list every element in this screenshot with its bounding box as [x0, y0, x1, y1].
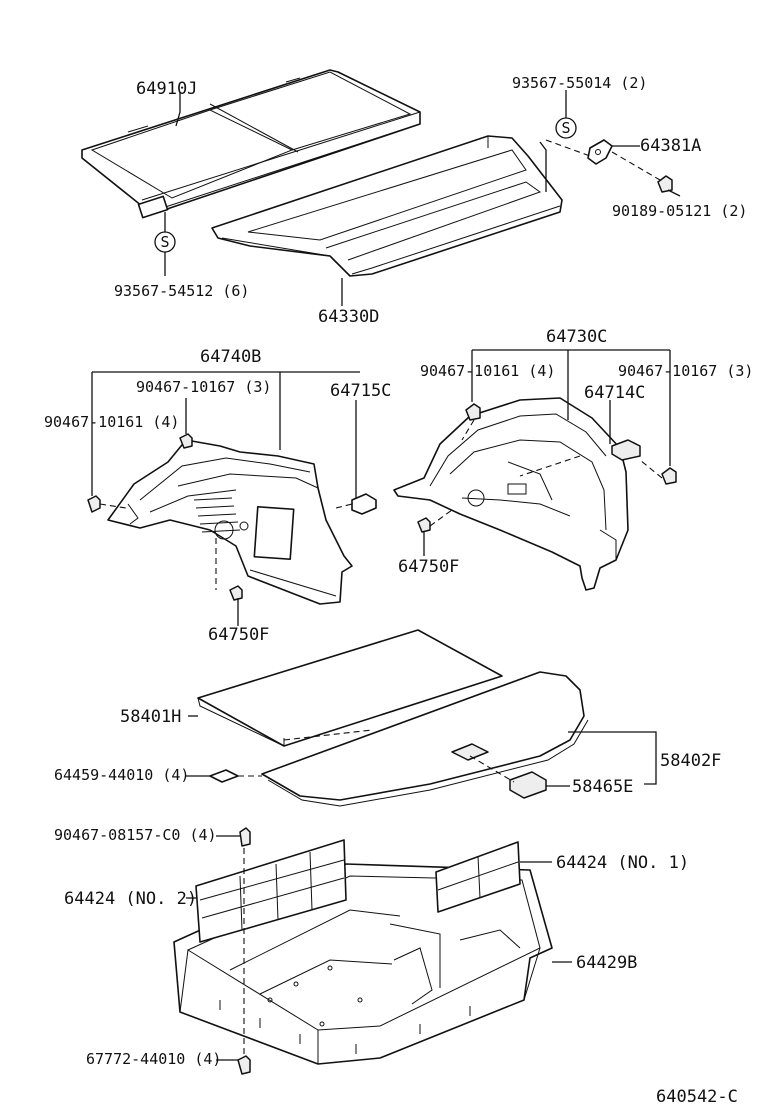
label-90467-10167-right: 90467-10167 (3)	[618, 362, 753, 380]
label-64330D: 64330D	[318, 307, 379, 327]
label-90189-05121: 90189-05121 (2)	[612, 202, 747, 220]
clip-icon	[237, 1055, 251, 1075]
svg-text:S: S	[160, 233, 169, 251]
partition-panel-icon	[435, 841, 521, 913]
side-trim-left-icon	[107, 439, 353, 605]
package-tray-icon	[211, 135, 563, 277]
label-93567-55014: 93567-55014 (2)	[512, 74, 647, 92]
screw-symbol-right: S	[555, 117, 577, 139]
bracket-icon	[587, 139, 613, 165]
label-58402F: 58402F	[660, 751, 721, 771]
label-67772-44010: 67772-44010 (4)	[86, 1050, 221, 1068]
label-64910J: 64910J	[136, 79, 197, 99]
clip-icon	[509, 771, 547, 799]
tonneau-cover-icon	[81, 69, 421, 219]
label-90467-08157: 90467-08157-C0 (4)	[54, 826, 217, 844]
label-90467-10161-left: 90467-10161 (4)	[44, 413, 179, 431]
figure-code: 640542-C	[656, 1087, 738, 1107]
clip-icon	[465, 403, 481, 421]
label-64715C: 64715C	[330, 381, 391, 401]
label-64730C: 64730C	[546, 327, 607, 347]
label-64424-no1: 64424 (NO. 1)	[556, 853, 689, 873]
clip-icon	[229, 585, 243, 601]
label-93567-54512: 93567-54512 (6)	[114, 282, 249, 300]
partition-panel-icon	[195, 839, 347, 943]
label-64750F-right: 64750F	[398, 557, 459, 577]
clip-icon	[417, 517, 431, 533]
deck-board-icon	[197, 629, 503, 747]
label-64750F-left: 64750F	[208, 625, 269, 645]
label-64714C: 64714C	[584, 383, 645, 403]
label-64381A: 64381A	[640, 136, 701, 156]
side-trim-right-icon	[393, 397, 641, 591]
deck-cover-icon	[261, 671, 589, 807]
clip-icon	[351, 493, 377, 515]
clip-icon	[179, 433, 193, 449]
label-58401H: 58401H	[120, 707, 181, 727]
svg-text:S: S	[561, 119, 570, 137]
clip-icon	[209, 769, 239, 783]
label-90467-10167-left: 90467-10167 (3)	[136, 378, 271, 396]
clip-icon	[657, 175, 673, 193]
label-64459-44010: 64459-44010 (4)	[54, 766, 189, 784]
label-64740B: 64740B	[200, 347, 261, 367]
screw-symbol-left: S	[154, 231, 176, 253]
clip-icon	[87, 495, 101, 513]
clip-icon	[239, 827, 251, 847]
label-64424-no2: 64424 (NO. 2)	[64, 889, 197, 909]
clip-icon	[661, 467, 677, 485]
label-58465E: 58465E	[572, 777, 633, 797]
label-64429B: 64429B	[576, 953, 637, 973]
label-90467-10161-right: 90467-10161 (4)	[420, 362, 555, 380]
